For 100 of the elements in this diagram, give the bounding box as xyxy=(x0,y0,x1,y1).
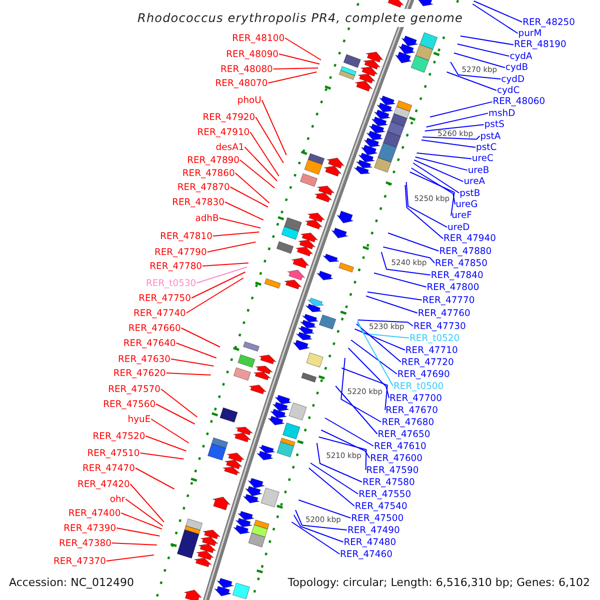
leader-line xyxy=(356,324,402,362)
leader-line xyxy=(366,296,418,314)
leader-line xyxy=(111,542,158,546)
gene-label: RER_47670 xyxy=(386,404,438,416)
leader-line xyxy=(244,146,278,182)
gene-label: RER_47510 xyxy=(87,448,140,458)
gene-label: RER_47740 xyxy=(134,308,186,318)
leader-line xyxy=(350,340,398,374)
gene-label: ureG xyxy=(456,198,478,210)
leader-line xyxy=(224,202,264,220)
gene-label: RER_47920 xyxy=(202,112,256,122)
leader-line xyxy=(272,68,319,70)
gene-label: RER_t0530 xyxy=(146,278,196,288)
gene-label: RER_47480 xyxy=(344,536,396,548)
accession-note: Accession: NC_012490 xyxy=(9,577,134,589)
gene-label: RER_47880 xyxy=(439,246,492,256)
leader-line xyxy=(291,522,340,554)
leader-line xyxy=(166,372,212,376)
map-title: Rhodococcus erythropolis PR4, complete genome xyxy=(138,11,463,25)
leader-line xyxy=(472,4,518,34)
leader-line xyxy=(366,292,422,300)
leader-line xyxy=(374,272,427,288)
gene-label: desA1 xyxy=(216,142,244,152)
leader-line xyxy=(134,468,175,490)
gene-label: ohr xyxy=(110,494,126,504)
leader-line xyxy=(354,328,406,350)
leader-line xyxy=(412,162,460,194)
gene-label: RER_47500 xyxy=(351,512,404,524)
gene-label: RER_47680 xyxy=(382,416,434,428)
leader-line xyxy=(335,386,378,434)
leader-line xyxy=(176,342,217,358)
gene-label: RER_47650 xyxy=(378,428,430,440)
gene-label: purM xyxy=(518,28,542,39)
leader-line xyxy=(268,72,318,84)
leader-line xyxy=(191,272,246,298)
leader-line xyxy=(255,116,284,164)
leader-line xyxy=(212,232,260,236)
leader-line xyxy=(140,452,184,460)
leader-line xyxy=(450,62,502,80)
leader-line xyxy=(284,38,322,60)
gene-label: pstA xyxy=(480,130,501,142)
gene-label: RER_47640 xyxy=(123,338,176,348)
gene-label: RER_48100 xyxy=(232,32,285,44)
gene-label: RER_48080 xyxy=(220,64,273,74)
leader-line xyxy=(340,358,382,422)
gene-label: RER_47760 xyxy=(418,308,470,318)
leader-line xyxy=(186,278,244,314)
gene-label: RER_47630 xyxy=(118,354,170,364)
leader-line xyxy=(356,322,394,386)
gene-label: pstB xyxy=(460,188,480,198)
leader-line xyxy=(293,514,344,542)
leader-line xyxy=(230,186,268,208)
gene-label: RER_47370 xyxy=(54,556,106,566)
gene-label: RER_47610 xyxy=(374,440,426,452)
leader-line xyxy=(250,132,280,176)
gene-label: ureF xyxy=(452,210,472,222)
leader-line xyxy=(218,218,262,228)
gene-label: phoU xyxy=(237,94,262,106)
gene-label: RER_47570 xyxy=(108,384,160,394)
gene-label: RER_47520 xyxy=(92,430,146,442)
leader-line xyxy=(310,462,359,494)
leader-line xyxy=(382,246,436,264)
gene-label: RER_47850 xyxy=(435,258,488,268)
leader-line xyxy=(150,418,190,444)
leader-line xyxy=(145,436,187,452)
gene-label: RER_47750 xyxy=(138,292,192,304)
gene-label: RER_47600 xyxy=(370,452,422,464)
gene-label: ureA xyxy=(464,176,486,188)
leader-line xyxy=(170,358,214,366)
gene-label: RER_47590 xyxy=(366,464,419,476)
leader-line xyxy=(341,368,388,410)
gene-label: RER_48090 xyxy=(226,48,279,60)
gene-label: RER_47840 xyxy=(430,270,484,280)
leader-line xyxy=(473,0,523,22)
gene-label: RER_47420 xyxy=(77,478,130,490)
gene-label: ureB xyxy=(468,164,490,176)
gene-label: hyuE xyxy=(128,414,151,424)
leader-line xyxy=(106,554,154,562)
gene-label: RER_47870 xyxy=(177,182,230,192)
gene-label: pstS xyxy=(484,119,504,130)
leader-line xyxy=(421,140,476,148)
gene-label: RER_47550 xyxy=(358,488,412,500)
leader-line xyxy=(388,232,440,252)
gene-label: ureC xyxy=(472,153,494,164)
leader-line xyxy=(180,328,221,348)
gene-label: RER_47910 xyxy=(197,126,250,138)
leader-line xyxy=(357,320,410,338)
gene-label: RER_47890 xyxy=(187,154,240,166)
leader-line xyxy=(278,54,320,64)
gene-label: RER_47700 xyxy=(390,392,442,404)
leader-line xyxy=(240,160,276,188)
gene-label: RER_47690 xyxy=(397,368,450,380)
gene-label: RER_47860 xyxy=(182,168,235,178)
leader-line xyxy=(406,182,448,228)
leader-line xyxy=(130,484,164,522)
leader-line xyxy=(430,101,493,118)
gene-label: cydB xyxy=(505,62,528,74)
leader-line xyxy=(318,436,367,470)
leader-line xyxy=(125,498,164,526)
gene-label: RER_47580 xyxy=(362,476,415,488)
